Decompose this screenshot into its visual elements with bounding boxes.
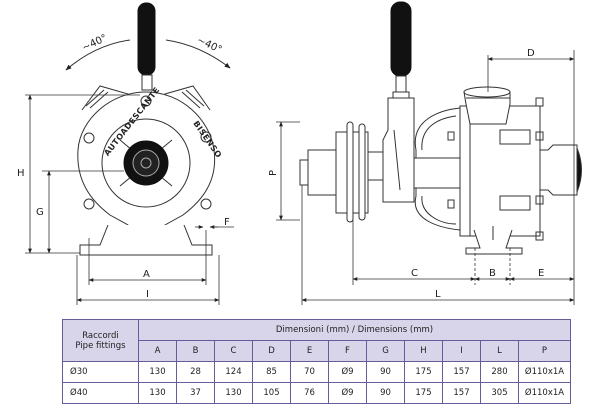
dim-label-e: E [538, 268, 544, 279]
dim-label-i: I [146, 289, 149, 300]
col-header-f: F [328, 340, 367, 362]
front-view: ~40° ~40° AUTOADESCANTE BISENSO [25, 2, 300, 305]
dimensions-table: Raccordi Pipe fittings Dimensioni (mm) /… [62, 319, 571, 404]
table-row: Ø40 130 37 130 105 76 Ø9 90 175 157 305 … [62, 382, 571, 404]
dim-label-c: C [411, 268, 418, 279]
header-raccordi: Raccordi [82, 330, 119, 341]
pump-technical-drawing: ~40° ~40° AUTOADESCANTE BISENSO [17, 1, 582, 305]
col-header-b: B [176, 340, 215, 362]
column-header-row: A B C D E F G H I L P [63, 340, 571, 362]
pulley [346, 121, 354, 223]
side-handle-grip [390, 1, 412, 77]
cell-g: 90 [366, 382, 405, 404]
cell-p: Ø110x1A [518, 382, 571, 404]
cell-l: 305 [480, 382, 519, 404]
cell-h: 175 [404, 382, 443, 404]
cell-h: 175 [404, 361, 443, 383]
dim-label-f: F [224, 217, 230, 228]
cell-i: 157 [442, 361, 481, 383]
col-header-h: H [404, 340, 443, 362]
cell-l: 280 [480, 361, 519, 383]
angle-arc-right [165, 39, 231, 69]
col-header-g: G [366, 340, 405, 362]
col-header-d: D [252, 340, 291, 362]
col-header-a: A [138, 340, 177, 362]
pipe-fittings-header: Raccordi Pipe fittings [62, 319, 139, 362]
cell-p: Ø110x1A [518, 361, 571, 383]
header-pipe-fittings: Pipe fittings [75, 340, 126, 351]
cell-a: 130 [138, 361, 177, 383]
dim-label-b: B [489, 268, 496, 279]
fitting-cell: Ø40 [62, 382, 139, 404]
dim-label-p-front: P [268, 170, 279, 176]
dim-label-a: A [143, 269, 150, 280]
handle-grip [137, 2, 156, 76]
dim-label-g: G [36, 207, 44, 218]
cell-c: 124 [214, 361, 253, 383]
cell-a: 130 [138, 382, 177, 404]
fitting-cell: Ø30 [62, 361, 139, 383]
dim-label-l: L [435, 289, 441, 300]
col-header-e: E [290, 340, 329, 362]
dim-label-h: H [17, 168, 25, 179]
cell-i: 157 [442, 382, 481, 404]
cell-d: 85 [252, 361, 291, 383]
col-header-i: I [442, 340, 481, 362]
col-header-p: P [518, 340, 571, 362]
cell-f: Ø9 [328, 361, 367, 383]
col-header-c: C [214, 340, 253, 362]
cell-f: Ø9 [328, 382, 367, 404]
shaft-end [299, 159, 309, 186]
dimensions-group-header: Dimensioni (mm) / Dimensions (mm) [138, 319, 571, 341]
dim-label-d: D [527, 48, 535, 59]
angle-arc-left [65, 39, 131, 71]
cell-e: 76 [290, 382, 329, 404]
angle-label-right: ~40° [195, 35, 223, 56]
table-row: Ø30 130 28 124 85 70 Ø9 90 175 157 280 Ø… [62, 361, 571, 383]
cell-g: 90 [366, 361, 405, 383]
cell-c: 130 [214, 382, 253, 404]
rear-cap [576, 147, 582, 193]
cell-e: 70 [290, 361, 329, 383]
cell-d: 105 [252, 382, 291, 404]
cell-b: 28 [176, 361, 215, 383]
cell-b: 37 [176, 382, 215, 404]
col-header-l: L [480, 340, 519, 362]
side-view [299, 1, 582, 305]
